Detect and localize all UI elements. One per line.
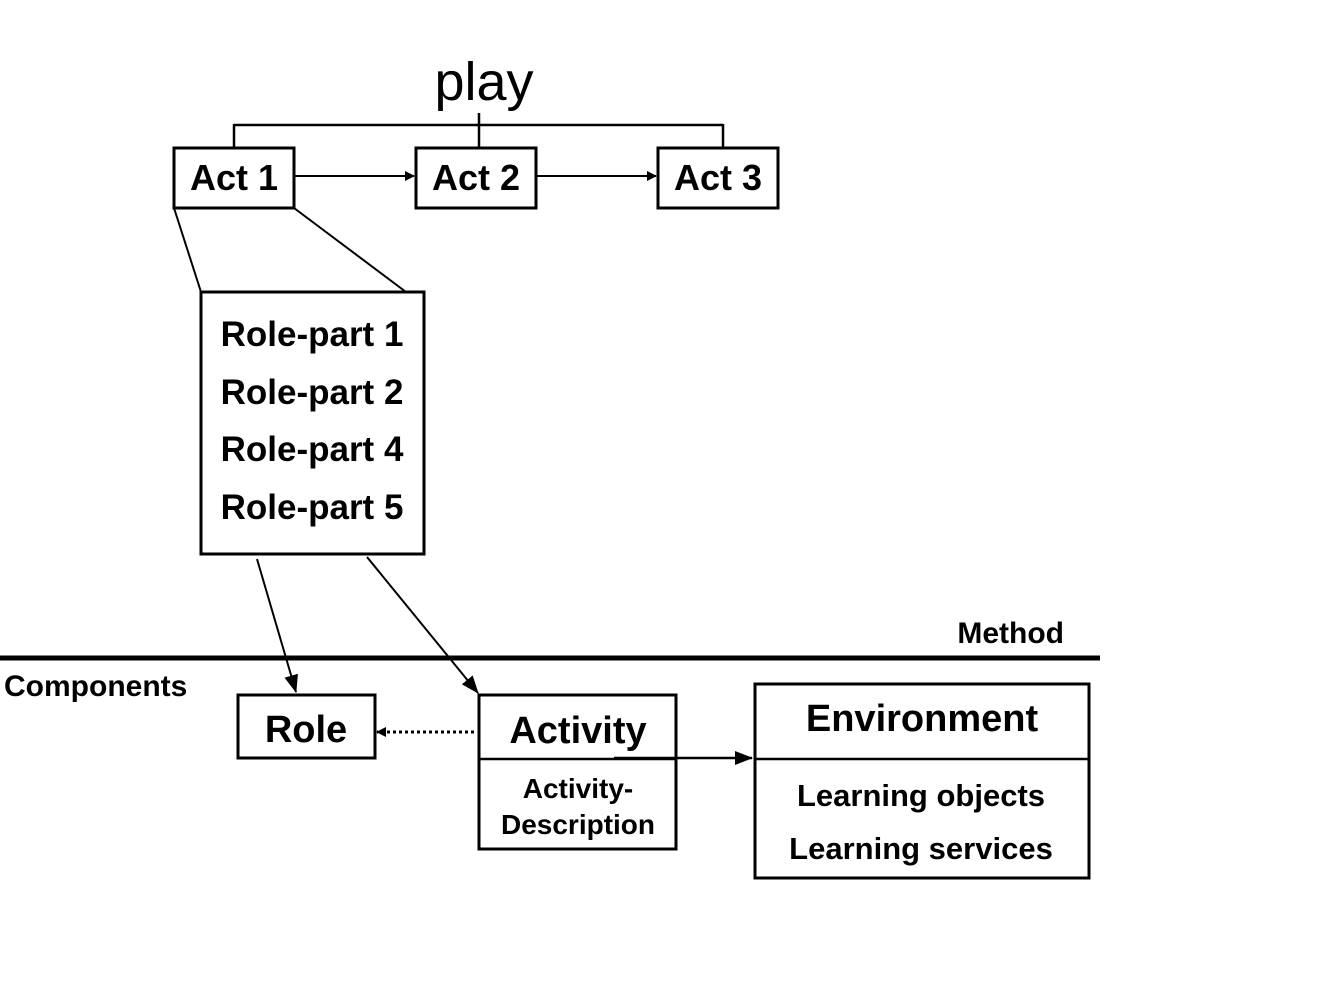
act-3-label: Act 3 [674,157,762,198]
activity-description-line2: Description [501,809,655,840]
act-2-label: Act 2 [432,157,520,198]
activity-description-line1: Activity- [523,773,633,804]
environment-box: Environment Learning objects Learning se… [753,682,1091,880]
arrow-roleparts-to-role [256,558,298,693]
zoom-line-right [293,207,407,293]
activity-label: Activity [509,710,646,752]
play-bracket [232,113,725,148]
act-1-box: Act 1 [172,146,296,210]
act-3-box: Act 3 [656,146,780,210]
role-box: Role [236,693,377,760]
role-part-item: Role-part 2 [221,373,404,412]
role-part-item: Role-part 1 [221,315,404,354]
environment-label: Environment [806,698,1039,740]
role-part-item: Role-part 4 [221,430,404,469]
zoom-line-left [173,207,202,293]
method-label: Method [957,617,1064,650]
play-title: play [434,52,533,112]
environment-item: Learning objects [797,778,1045,813]
environment-item: Learning services [789,831,1053,866]
components-label: Components [4,670,187,703]
activity-box: Activity Activity- Description [477,693,678,851]
role-part-item: Role-part 5 [221,488,404,527]
act-2-box: Act 2 [414,146,538,210]
role-label: Role [265,709,347,751]
arrow-roleparts-to-activity [366,556,479,694]
act-1-label: Act 1 [190,157,278,198]
role-parts-box: Role-part 1 Role-part 2 Role-part 4 Role… [199,290,426,556]
